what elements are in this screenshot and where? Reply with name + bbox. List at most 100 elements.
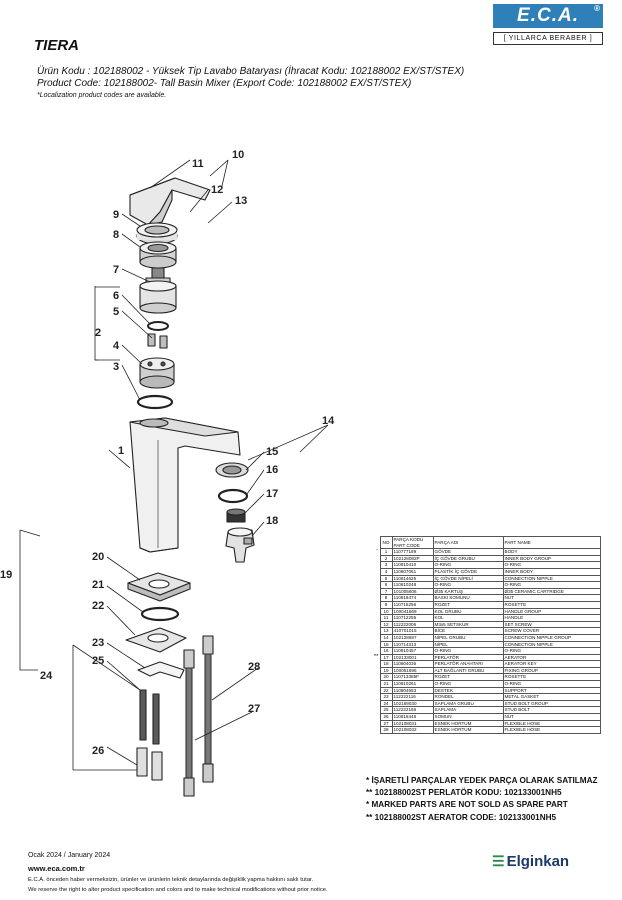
spare-part-notes: * İŞARETLİ PARÇALAR YEDEK PARÇA OLARAK S… [366, 775, 621, 824]
cell-name-tr: O-RING [432, 561, 504, 569]
code-header: PARÇA KODU PART CODE [391, 535, 434, 550]
cell-no: 8 [379, 594, 393, 602]
cell-name-tr: RONDEL [432, 693, 504, 701]
cell-name-en: INNER BODY GROUP [502, 554, 601, 563]
cell-code: 110818474 [391, 594, 434, 602]
cell-code: 110807061 [391, 567, 434, 576]
connection-nipple-part [147, 333, 168, 349]
cell-name-tr: ROZET [432, 600, 504, 609]
cell-no: 13 [379, 627, 393, 635]
cell-name-en: O-RING [502, 561, 601, 569]
callout-7: 7 [113, 264, 119, 276]
callout-25: 25 [92, 655, 104, 667]
handle-part [129, 177, 211, 226]
cell-name-tr: ALT BAĞLANTI GRUBU [432, 666, 504, 675]
o-ring-body [136, 394, 174, 410]
cell-name-en: STUD BOLT GROUP [502, 699, 601, 708]
callout-6: 6 [113, 290, 119, 302]
product-code-en: Product Code: 102188002- Tall Basin Mixe… [37, 78, 412, 89]
star-header [371, 537, 380, 549]
cell-no: 20 [379, 673, 393, 682]
callout-13: 13 [235, 195, 247, 207]
cell-no: 14 [379, 633, 393, 642]
code-header-en: PART CODE [393, 542, 420, 548]
cell-code: 110714313 [391, 640, 434, 649]
cell-code: 102108031 [391, 719, 434, 728]
cell-name-tr: PERLATÖR ANAHTARI [432, 660, 504, 668]
product-code-tr: Ürün Kodu : 102188002 - Yüksek Tip Lavab… [37, 66, 465, 77]
cartridge-part [139, 267, 177, 314]
cell-name-tr: BASKI SOMUNU [432, 594, 504, 602]
cell-code: 110810457 [391, 647, 434, 655]
callout-17: 17 [266, 488, 278, 500]
cell-name-tr: SOMUN [432, 713, 504, 721]
callout-2: 2 [95, 327, 101, 339]
cell-code: 110712255 [391, 614, 434, 622]
note-aerator-code-en: ** 102188002ST AERATOR CODE: 102133001NH… [366, 812, 557, 822]
localization-note: *Localization product codes are availabl… [37, 92, 167, 99]
callout-24: 24 [40, 670, 53, 682]
eca-logo-mark: E.C.A. ® [493, 4, 603, 28]
cell-no: 2 [379, 554, 393, 563]
elginkan-logo: ☰Elginkan [492, 853, 569, 870]
cell-name-tr: KOL GRUBU [432, 607, 504, 616]
nut-part [139, 241, 177, 269]
cell-code: 112222116 [391, 693, 434, 701]
cell-no: 11 [379, 614, 393, 622]
cell-name-tr: KOL [432, 614, 504, 622]
cell-name-en: CONNECTION NIPPLE GROUP [502, 633, 601, 642]
callout-5: 5 [113, 306, 119, 318]
cell-code: 110713385F [391, 673, 434, 682]
cell-name-en: O-RING [502, 680, 601, 688]
footer-website-link[interactable]: www.eca.com.tr [28, 864, 85, 873]
eca-logo: E.C.A. ® [ YILLARCA BERABER ] [493, 4, 603, 46]
cell-star [371, 674, 380, 681]
cell-code: 112222166 [391, 706, 434, 715]
cell-name-en: O-RING [502, 581, 601, 589]
cell-no: 23 [379, 693, 393, 701]
cell-star: * [376, 548, 379, 555]
callout-10: 10 [232, 149, 244, 161]
cell-star [371, 687, 380, 694]
cell-no: 9 [379, 600, 393, 609]
cell-star [371, 575, 380, 582]
cell-star [371, 628, 380, 635]
cell-name-tr: ESNEK HORTUM [432, 719, 504, 728]
cell-name-tr: SAPLAMA GRUBU [432, 699, 504, 708]
aerator-key-part [225, 527, 255, 563]
cell-name-en: CONNECTION NIPPLE [502, 640, 601, 649]
code-header-tr: PARÇA KODU [393, 537, 424, 542]
cell-code: 102189030 [391, 699, 434, 708]
cell-star [371, 707, 380, 714]
cell-code: 110804036 [391, 660, 434, 668]
cell-code: 101005606 [391, 587, 434, 596]
o-ring-base [140, 606, 180, 622]
cell-star [371, 582, 380, 589]
logo-text: E.C.A. [517, 5, 579, 26]
cell-code: 100041669 [391, 607, 434, 616]
callout-labels: 2 1 3 4 5 6 7 8 9 10 11 12 13 14 15 16 1… [0, 149, 335, 757]
callout-26: 26 [92, 745, 104, 757]
cell-star [371, 555, 380, 562]
cell-star [371, 634, 380, 641]
flexible-hose-part [183, 635, 214, 797]
parts-table: NO PARÇA KODU PART CODE PARÇA ADI PART N… [371, 535, 601, 734]
cell-name-tr: PLASTİK İÇ GÖVDE [432, 567, 504, 576]
cell-name-tr: ESNEK HORTUM [432, 726, 504, 734]
cell-name-en: FLEXIBLE HOSE [502, 726, 601, 734]
cell-name-tr: M3x5 SETSKUR [432, 620, 504, 629]
cell-no: 15 [379, 640, 393, 649]
